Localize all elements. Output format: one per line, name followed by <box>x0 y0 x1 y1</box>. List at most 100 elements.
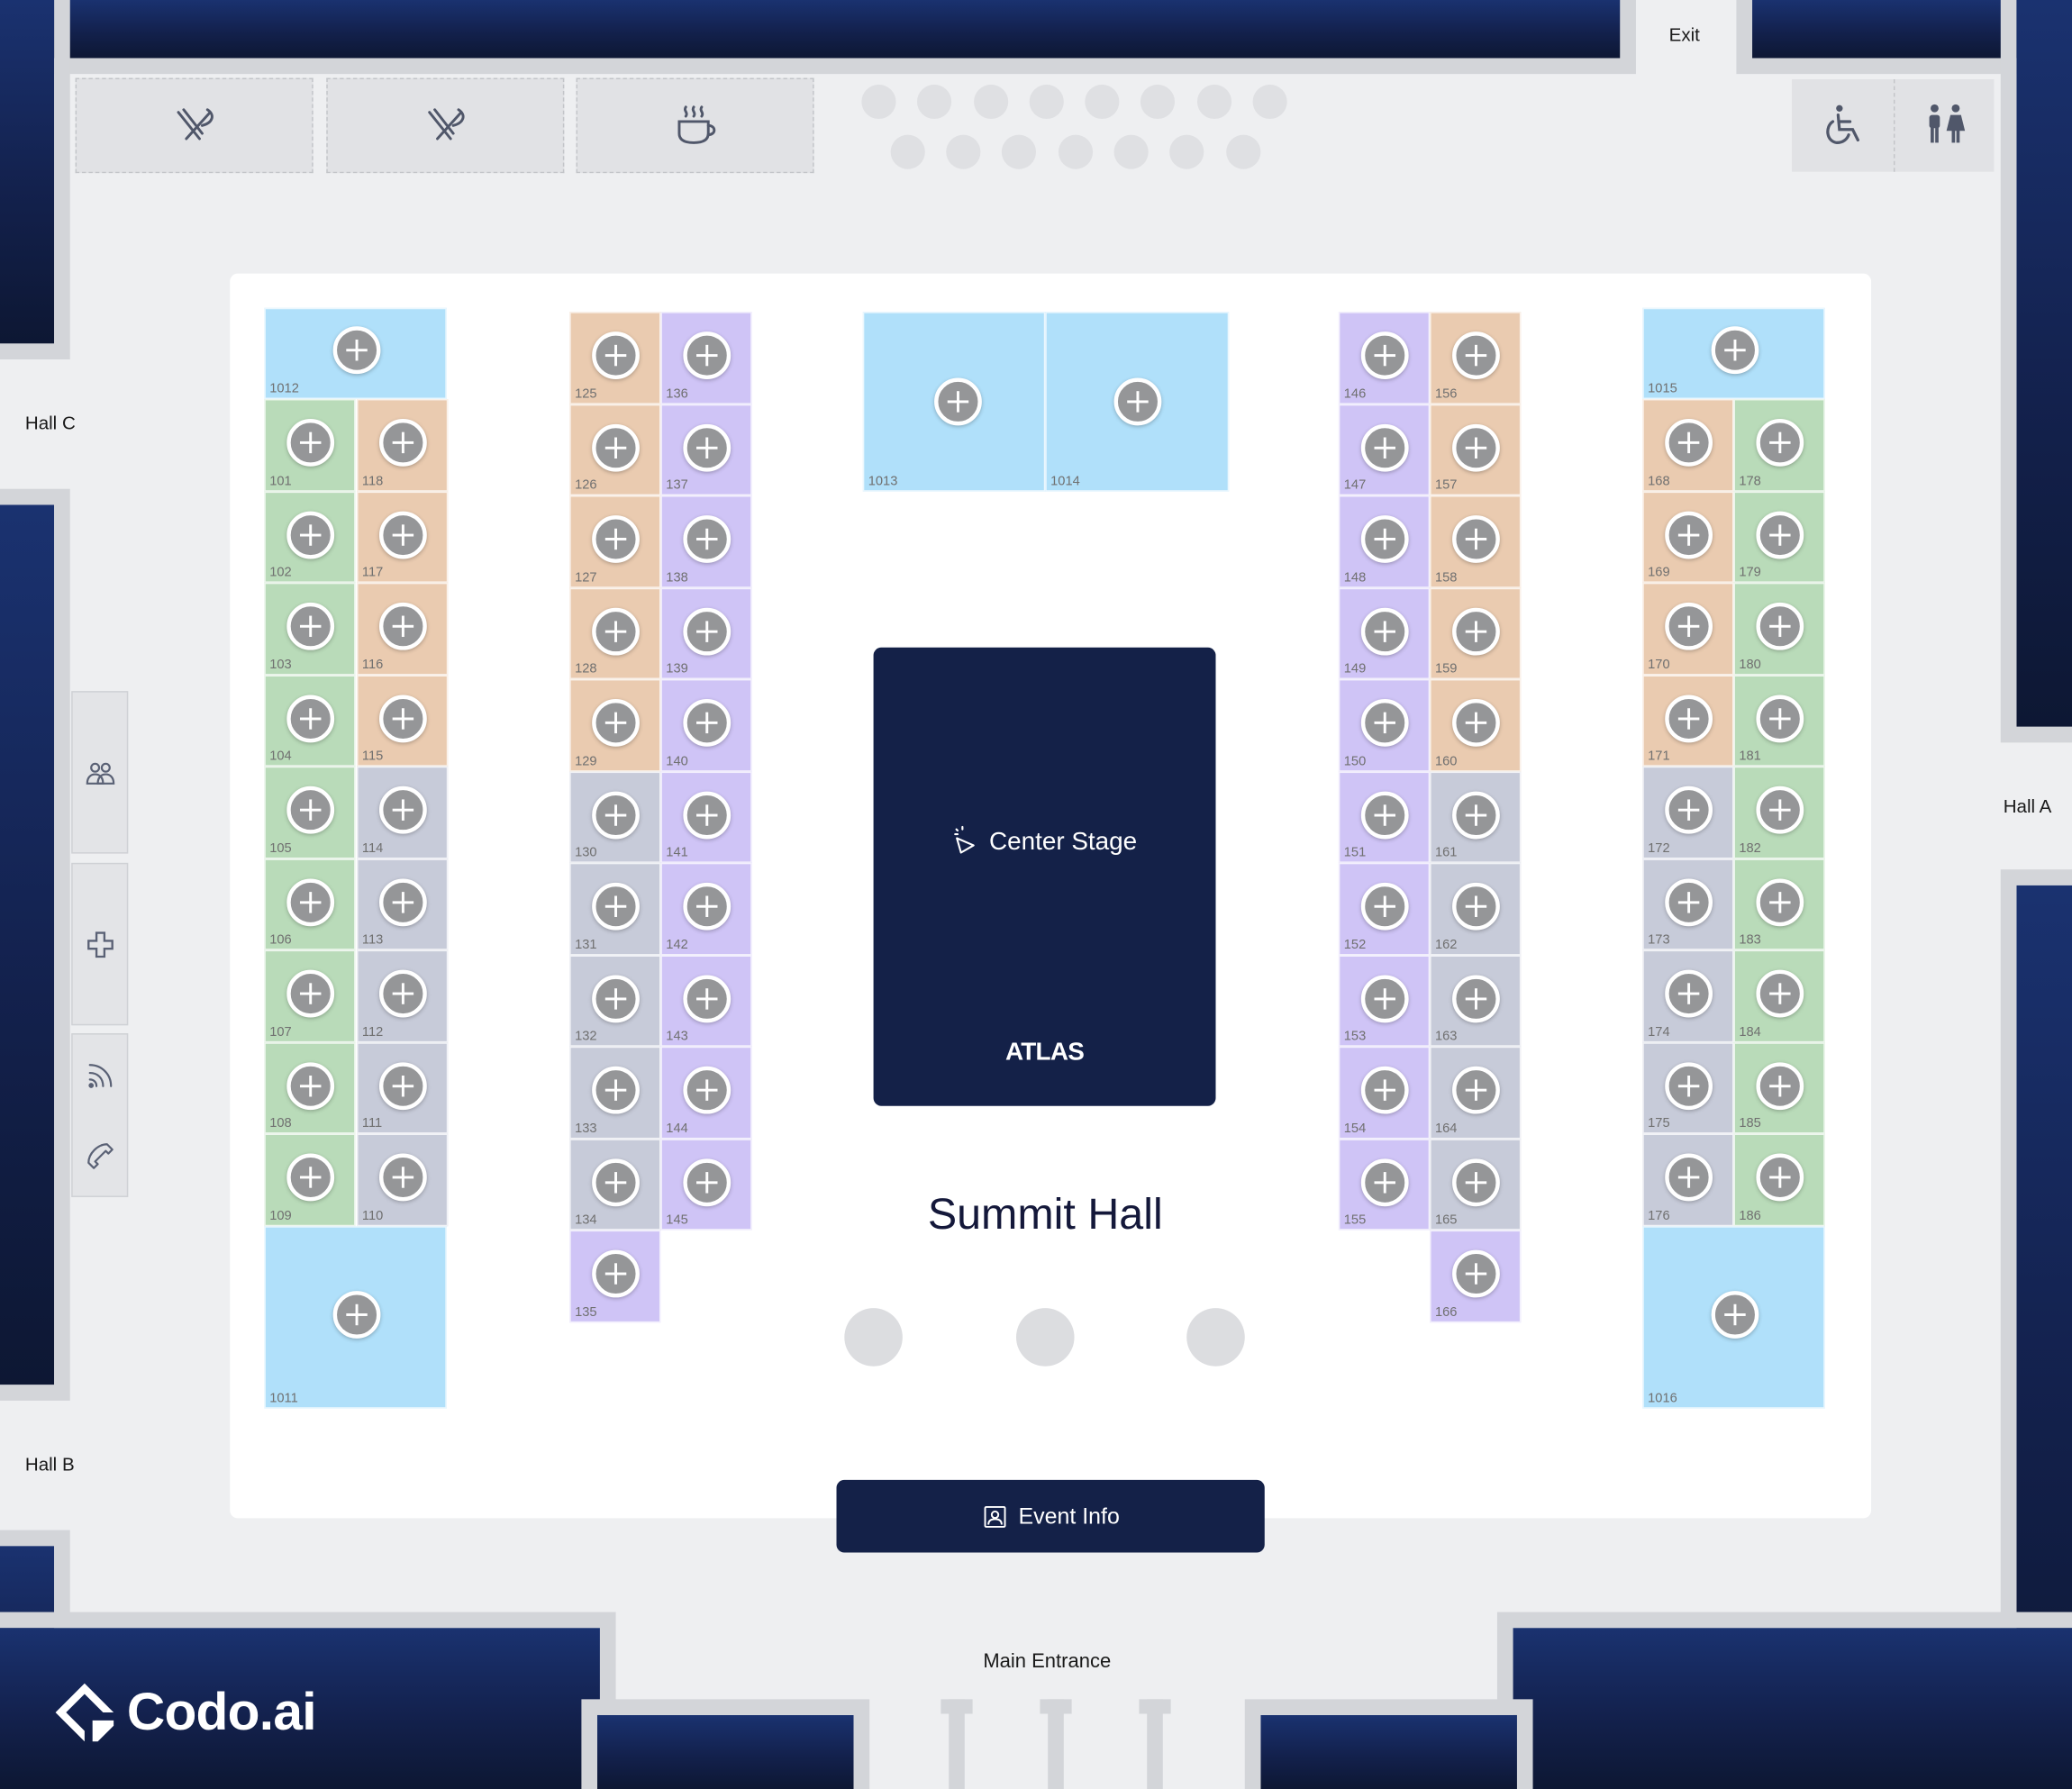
add-booth-icon[interactable] <box>592 1066 640 1114</box>
add-booth-icon[interactable] <box>1360 974 1409 1022</box>
add-booth-icon[interactable] <box>592 423 640 471</box>
booth[interactable]: 179 <box>1733 490 1825 583</box>
add-booth-icon[interactable] <box>683 698 732 747</box>
add-booth-icon[interactable] <box>592 974 640 1022</box>
connectivity[interactable] <box>71 1033 129 1197</box>
booth[interactable]: 103 <box>264 582 356 675</box>
add-booth-icon[interactable] <box>1756 602 1804 650</box>
booth[interactable]: 170 <box>1642 582 1734 675</box>
booth[interactable]: 176 <box>1642 1133 1734 1226</box>
booth[interactable]: 109 <box>264 1133 356 1226</box>
booth[interactable]: 102 <box>264 490 356 583</box>
add-booth-icon[interactable] <box>378 786 427 834</box>
booth[interactable]: 1015 <box>1642 307 1825 399</box>
add-booth-icon[interactable] <box>1756 694 1804 742</box>
add-booth-icon[interactable] <box>378 877 427 926</box>
booth[interactable]: 130 <box>569 770 661 863</box>
add-booth-icon[interactable] <box>592 515 640 563</box>
add-booth-icon[interactable] <box>1452 1066 1500 1114</box>
add-booth-icon[interactable] <box>286 1153 335 1202</box>
booth[interactable]: 160 <box>1430 678 1522 771</box>
add-booth-icon[interactable] <box>683 607 732 655</box>
add-booth-icon[interactable] <box>683 1158 732 1206</box>
booth[interactable]: 1014 <box>1045 312 1230 492</box>
add-booth-icon[interactable] <box>332 1291 381 1339</box>
add-booth-icon[interactable] <box>1360 1158 1409 1206</box>
booth[interactable]: 185 <box>1733 1041 1825 1134</box>
booth[interactable]: 118 <box>357 398 449 491</box>
booth[interactable]: 126 <box>569 404 661 496</box>
booth[interactable]: 101 <box>264 398 356 491</box>
booth[interactable]: 171 <box>1642 674 1734 767</box>
booth[interactable]: 135 <box>569 1230 661 1322</box>
accessible-facility[interactable] <box>1792 79 1894 172</box>
booth[interactable]: 182 <box>1733 766 1825 858</box>
booth[interactable]: 156 <box>1430 312 1522 404</box>
booth[interactable]: 173 <box>1642 858 1734 950</box>
booth[interactable]: 127 <box>569 495 661 588</box>
booth[interactable]: 144 <box>660 1046 752 1139</box>
add-booth-icon[interactable] <box>683 423 732 471</box>
add-booth-icon[interactable] <box>378 969 427 1018</box>
booth[interactable]: 165 <box>1430 1138 1522 1231</box>
add-booth-icon[interactable] <box>1452 515 1500 563</box>
booth[interactable]: 147 <box>1338 404 1431 496</box>
booth[interactable]: 137 <box>660 404 752 496</box>
add-booth-icon[interactable] <box>1756 510 1804 558</box>
booth[interactable]: 164 <box>1430 1046 1522 1139</box>
add-booth-icon[interactable] <box>1452 423 1500 471</box>
booth[interactable]: 178 <box>1733 398 1825 491</box>
booth[interactable]: 134 <box>569 1138 661 1231</box>
booth[interactable]: 174 <box>1642 949 1734 1042</box>
booth[interactable]: 157 <box>1430 404 1522 496</box>
add-booth-icon[interactable] <box>1711 1291 1759 1339</box>
booth[interactable]: 117 <box>357 490 449 583</box>
cafe-area[interactable] <box>576 77 814 174</box>
add-booth-icon[interactable] <box>286 1061 335 1110</box>
booth[interactable]: 115 <box>357 674 449 767</box>
booth[interactable]: 180 <box>1733 582 1825 675</box>
booth[interactable]: 148 <box>1338 495 1431 588</box>
add-booth-icon[interactable] <box>592 331 640 379</box>
booth[interactable]: 132 <box>569 954 661 1047</box>
add-booth-icon[interactable] <box>1665 1153 1713 1202</box>
add-booth-icon[interactable] <box>1665 510 1713 558</box>
booth[interactable]: 154 <box>1338 1046 1431 1139</box>
booth[interactable]: 159 <box>1430 587 1522 679</box>
add-booth-icon[interactable] <box>1360 1066 1409 1114</box>
meeting-area[interactable] <box>71 691 129 854</box>
booth[interactable]: 175 <box>1642 1041 1734 1134</box>
booth[interactable]: 1016 <box>1642 1226 1825 1409</box>
add-booth-icon[interactable] <box>1360 882 1409 931</box>
add-booth-icon[interactable] <box>1756 1153 1804 1202</box>
add-booth-icon[interactable] <box>286 510 335 558</box>
add-booth-icon[interactable] <box>286 786 335 834</box>
add-booth-icon[interactable] <box>1756 877 1804 926</box>
booth[interactable]: 168 <box>1642 398 1734 491</box>
add-booth-icon[interactable] <box>683 790 732 839</box>
dining-area-2[interactable] <box>326 77 565 174</box>
add-booth-icon[interactable] <box>1665 418 1713 467</box>
add-booth-icon[interactable] <box>1756 969 1804 1018</box>
add-booth-icon[interactable] <box>934 377 982 426</box>
add-booth-icon[interactable] <box>286 877 335 926</box>
booth[interactable]: 186 <box>1733 1133 1825 1226</box>
booth[interactable]: 142 <box>660 862 752 955</box>
add-booth-icon[interactable] <box>378 1061 427 1110</box>
booth[interactable]: 172 <box>1642 766 1734 858</box>
add-booth-icon[interactable] <box>1452 882 1500 931</box>
booth[interactable]: 149 <box>1338 587 1431 679</box>
booth[interactable]: 113 <box>357 858 449 950</box>
booth[interactable]: 140 <box>660 678 752 771</box>
add-booth-icon[interactable] <box>1665 969 1713 1018</box>
add-booth-icon[interactable] <box>1452 1249 1500 1298</box>
add-booth-icon[interactable] <box>1452 698 1500 747</box>
add-booth-icon[interactable] <box>286 969 335 1018</box>
add-booth-icon[interactable] <box>286 602 335 650</box>
booth[interactable]: 116 <box>357 582 449 675</box>
booth[interactable]: 108 <box>264 1041 356 1134</box>
add-booth-icon[interactable] <box>1665 877 1713 926</box>
add-booth-icon[interactable] <box>1452 331 1500 379</box>
add-booth-icon[interactable] <box>1756 418 1804 467</box>
add-booth-icon[interactable] <box>1113 377 1162 426</box>
